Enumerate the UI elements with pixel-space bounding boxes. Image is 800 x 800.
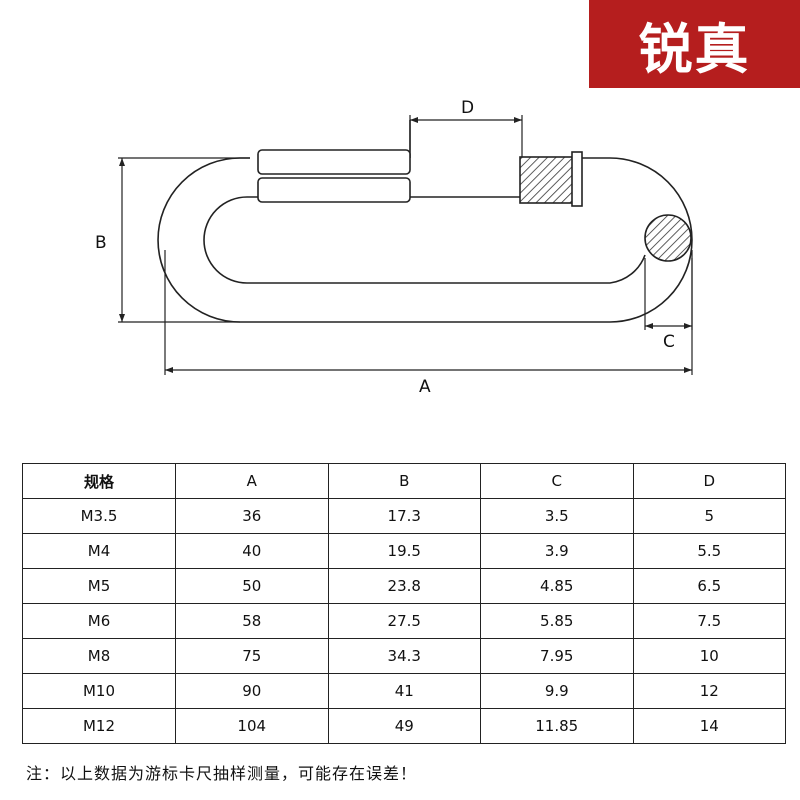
cell-spec: M12	[22, 708, 176, 744]
brand-badge: 锐真	[589, 0, 800, 88]
cell-a: 50	[175, 568, 329, 604]
table-row: M12 104 49 11.85 14	[22, 708, 786, 744]
cell-a: 75	[175, 638, 329, 674]
cell-b: 17.3	[327, 498, 481, 534]
cell-spec: M10	[22, 673, 176, 709]
cell-b: 41	[327, 673, 481, 709]
cell-d: 10	[632, 638, 786, 674]
cell-c: 7.95	[480, 638, 634, 674]
cell-spec: M6	[22, 603, 176, 639]
cell-c: 3.5	[480, 498, 634, 534]
dim-label-c: C	[663, 332, 675, 352]
cell-c: 9.9	[480, 673, 634, 709]
table-row: M3.5 36 17.3 3.5 5	[22, 498, 786, 534]
cell-d: 12	[632, 673, 786, 709]
cell-a: 104	[175, 708, 329, 744]
cell-b: 49	[327, 708, 481, 744]
table-row: M5 50 23.8 4.85 6.5	[22, 568, 786, 604]
dim-label-a: A	[419, 377, 431, 397]
cell-d: 6.5	[632, 568, 786, 604]
header-a: A	[175, 463, 329, 499]
table-row: M4 40 19.5 3.9 5.5	[22, 533, 786, 569]
cell-c: 5.85	[480, 603, 634, 639]
dim-label-b: B	[95, 233, 107, 253]
header-d: D	[632, 463, 786, 499]
cell-b: 27.5	[327, 603, 481, 639]
header-c: C	[480, 463, 634, 499]
table-row: M10 90 41 9.9 12	[22, 673, 786, 709]
cell-a: 90	[175, 673, 329, 709]
cell-c: 11.85	[480, 708, 634, 744]
spec-table: 规格 A B C D M3.5 36 17.3 3.5 5 M4 40 19.5…	[22, 463, 786, 744]
table-row: M6 58 27.5 5.85 7.5	[22, 603, 786, 639]
cell-a: 58	[175, 603, 329, 639]
dimension-arrows	[119, 117, 692, 373]
cell-b: 34.3	[327, 638, 481, 674]
cell-b: 23.8	[327, 568, 481, 604]
cell-spec: M4	[22, 533, 176, 569]
link-outline	[157, 120, 693, 323]
wire-cross-section	[644, 214, 692, 262]
cell-b: 19.5	[327, 533, 481, 569]
cell-d: 5	[632, 498, 786, 534]
cell-c: 4.85	[480, 568, 634, 604]
cell-spec: M3.5	[22, 498, 176, 534]
threaded-nut	[519, 151, 583, 207]
dim-label-d: D	[461, 98, 474, 118]
cell-a: 36	[175, 498, 329, 534]
brand-label: 锐真	[638, 17, 751, 81]
cell-spec: M5	[22, 568, 176, 604]
cell-d: 7.5	[632, 603, 786, 639]
cell-a: 40	[175, 533, 329, 569]
dimension-lines	[118, 115, 693, 375]
cell-d: 14	[632, 708, 786, 744]
quick-link-diagram: A B C D	[95, 98, 693, 397]
header-b: B	[327, 463, 481, 499]
cell-d: 5.5	[632, 533, 786, 569]
table-row: M8 75 34.3 7.95 10	[22, 638, 786, 674]
sleeve-segments	[257, 149, 411, 203]
cell-c: 3.9	[480, 533, 634, 569]
cell-spec: M8	[22, 638, 176, 674]
table-header-row: 规格 A B C D	[22, 463, 786, 499]
footnote: 注：以上数据为游标卡尺抽样测量，可能存在误差！	[26, 764, 418, 783]
header-spec: 规格	[22, 463, 176, 499]
